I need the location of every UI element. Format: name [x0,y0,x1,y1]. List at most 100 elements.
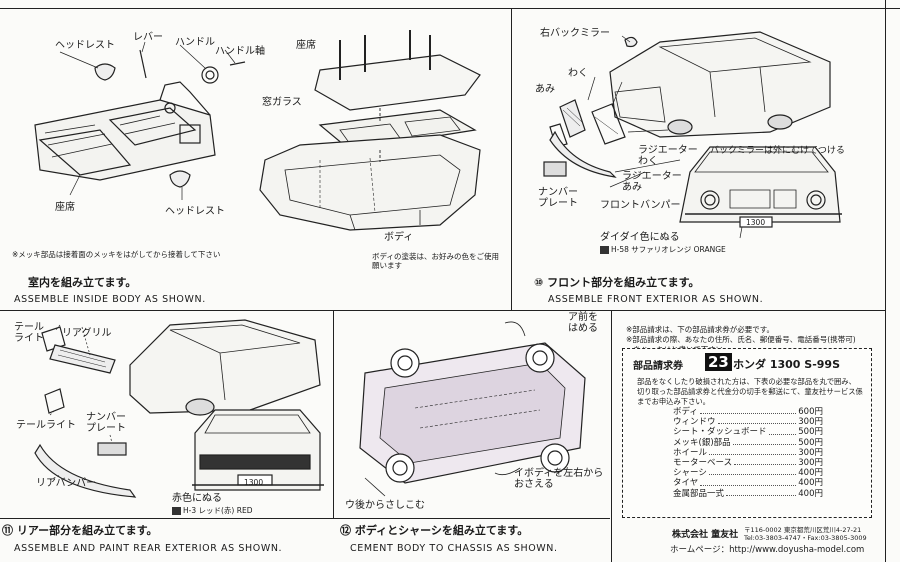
label-number-plate-front: ナンバー プレート [538,187,578,209]
label-insert-rear: ウ後からさしこむ [345,500,425,511]
company-name: 株式会社 童友社 [672,530,739,540]
step12-title: ⑫ ボディとシャーシを組み立てます。 [340,525,528,536]
label-headrest-bottom: ヘッドレスト [165,206,225,217]
parts-order-title: 部品請求券 [633,361,683,372]
divider-vertical-bottom-right [611,310,612,562]
step-c-marker: ウ [345,500,355,511]
paint-swatch-red [172,507,181,515]
label-number-plate-rear: ナンバー プレート [86,412,126,434]
company-address: 〒116-0002 東京都荒川区荒川4-27-21 Tel:03-3803-47… [744,526,867,542]
parts-order-description: 部品をなくしたり破損された方は、下表の必要な部品を丸で囲み、切り取った部品請求券… [637,377,863,406]
part-name: ボディ [673,407,698,417]
label-window-glass: 窓ガラス [262,97,302,108]
part-name: シート・ダッシュボード [673,427,767,438]
part-name: モーターベース [673,458,733,469]
paint-swatch-orange [600,246,609,254]
parts-row[interactable]: シャーシ 400円 [673,468,823,478]
parts-row[interactable]: 金属部品一式 400円 [673,489,823,499]
parts-row[interactable]: ホイール 300円 [673,448,823,458]
parts-row[interactable]: モーターベース 300円 [673,458,823,468]
step11-text: リアー部分を組み立てます。 [16,524,158,537]
label-paint-red-code: H-3 レッド(赤) RED [172,506,252,515]
panel-chassis-illustration [359,321,586,497]
parts-row[interactable]: シート・ダッシュボード 500円 [673,427,823,437]
label-tail-light-top: テール ライト [14,322,44,344]
parts-order-model: ホンダ 1300 S-99S [733,358,840,371]
part-name: 金属部品一式 [673,488,725,499]
label-frame: わく [568,68,588,79]
front-fit-text: 前をはめる [568,312,598,334]
label-radiator-frame: ラジエーター わく [638,145,698,167]
paint-red-code-text: H-3 レッド(赤) RED [183,506,253,515]
part-name: タイヤ [673,478,699,489]
step10-number: ⑩ [534,276,544,289]
note-paint: ボディの塗装は、お好みの色をご使用願います [372,252,499,270]
label-paint-orange-code: H-58 サファリオレンジ ORANGE [600,245,726,254]
label-right-mirror: 右バックミラー [540,28,610,39]
divider-vertical-bottom-left [333,310,334,518]
rear-plate-text: 1300 [244,478,264,487]
label-press-sides: イボディを左右からおさえる [514,468,604,490]
divider-middle [0,310,885,311]
part-price: 400円 [798,478,823,489]
step-b-marker: イ [514,468,524,479]
label-seat: 座席 [55,202,75,213]
parts-order-coupon[interactable]: 部品請求券 23 ホンダ 1300 S-99S 部品をなくしたり破損された方は、… [622,348,872,518]
step10-title: ⑩ フロント部分を組み立てます。 [534,277,700,288]
parts-note-line: ※部品請求は、下の部品請求券が必要です。 [626,325,775,334]
step12-english: CEMENT BODY TO CHASSIS AS SHOWN. [350,543,558,554]
parts-order-number: 23 [705,353,732,371]
parts-row[interactable]: ボディ 600円 [673,407,823,417]
label-rear-bumper: リアバンパー [36,478,97,489]
note-plating: ※メッキ部品は接着面のメッキをはがしてから接着して下さい [12,250,221,259]
step11-number: ⑪ [2,524,13,537]
part-price: 300円 [798,417,823,428]
part-name: ホイール [673,447,708,458]
label-seat-upper: 座席 [296,40,316,51]
parts-row[interactable]: タイヤ 400円 [673,478,823,488]
part-price: 600円 [798,407,823,417]
divider-right-edge [885,0,886,562]
press-sides-text: ボディを左右からおさえる [514,468,604,490]
step12-number: ⑫ [340,524,351,537]
part-name: メッキ(銀)部品 [673,437,731,448]
label-radiator-mesh: ラジエーター あみ [622,171,682,193]
part-price: 300円 [798,447,823,458]
label-rear-grill: リアグリル [62,328,112,339]
insert-rear-text: 後からさしこむ [355,500,425,511]
step10-english: ASSEMBLE FRONT EXTERIOR AS SHOWN. [548,294,764,305]
step-a-marker: ア [568,312,578,323]
step11-title: ⑪ リアー部分を組み立てます。 [2,525,158,536]
label-headrest-top: ヘッドレスト [55,40,115,51]
label-lever: レバー [133,32,163,43]
label-body: ボディ [384,232,414,243]
parts-note-line: ※部品請求の際、あなたの住所、氏名、郵便番号、電話番号(携帯可) [626,335,856,344]
divider-vertical-top [511,8,512,310]
panel-front-illustration [543,31,842,239]
company-tel: Tel:03-3803-4747・Fax:03-3805-3009 [744,534,867,542]
step10-text: フロント部分を組み立てます。 [547,276,700,289]
panel-rear-illustration [34,319,324,498]
parts-price-list: ボディ 600円 ウィンドウ 300円 シート・ダッシュボード 500円 メッキ(銀)… [673,407,823,499]
step9-english: ASSEMBLE INSIDE BODY AS SHOWN. [14,294,206,305]
panel-interior-illustration [34,30,481,231]
part-price: 400円 [798,488,823,499]
company-homepage-link[interactable]: ホームページ：http://www.doyusha-model.com [670,545,865,555]
part-name: ウィンドウ [673,417,716,428]
part-price: 300円 [798,458,823,469]
part-price: 400円 [798,468,823,479]
front-plate-text: 1300 [746,218,766,227]
label-front-fit: ア前をはめる [568,312,604,334]
divider-top [0,8,900,9]
parts-row[interactable]: ウィンドウ 300円 [673,417,823,427]
part-price: 500円 [798,427,823,438]
label-handle: ハンドル [175,37,215,48]
label-mesh: あみ [535,84,555,95]
divider-bottom-left [0,518,610,519]
part-name: シャーシ [673,468,707,479]
step12-text: ボディとシャーシを組み立てます。 [354,524,529,537]
company-address-line: 〒116-0002 東京都荒川区荒川4-27-21 [744,526,862,534]
paint-orange-code-text: H-58 サファリオレンジ ORANGE [611,245,726,254]
